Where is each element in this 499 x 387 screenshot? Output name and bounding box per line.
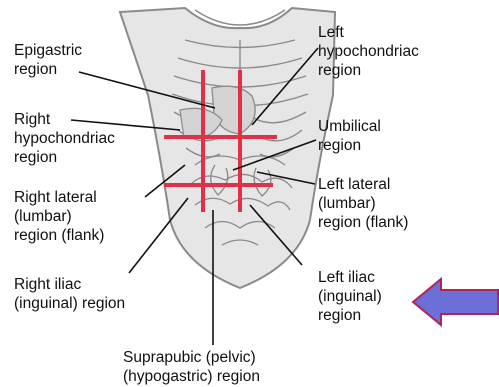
label-suprapubic-line-2: (hypogastric) region	[123, 367, 260, 386]
label-right-hypochondriac-region: Right hypochondriac region	[14, 110, 115, 167]
label-right-lateral-region: Right lateral (lumbar) region (flank)	[14, 188, 104, 245]
label-suprapubic-line-1: Suprapubic (pelvic)	[123, 348, 260, 367]
label-suprapubic-region: Suprapubic (pelvic) (hypogastric) region	[123, 348, 260, 386]
label-epigastric-region: Epigastric region	[14, 41, 82, 79]
label-right-hypochondriac-line-2: hypochondriac	[14, 129, 115, 148]
torso-illustration	[120, 8, 335, 288]
label-right-iliac-region: Right iliac (inguinal) region	[14, 275, 125, 313]
label-left-hypochondriac-line-1: Left	[318, 23, 419, 42]
label-left-lateral-region: Left lateral (lumbar) region (flank)	[318, 175, 408, 232]
label-left-lateral-line-2: (lumbar)	[318, 194, 408, 213]
label-left-iliac-line-1: Left iliac	[318, 268, 382, 287]
label-left-hypochondriac-line-2: hypochondriac	[318, 42, 419, 61]
label-right-iliac-line-1: Right iliac	[14, 275, 125, 294]
label-left-iliac-line-2: (inguinal)	[318, 287, 382, 306]
label-left-iliac-line-3: region	[318, 306, 382, 325]
label-umbilical-line-2: region	[318, 136, 381, 155]
label-right-lateral-line-2: (lumbar)	[14, 207, 104, 226]
left-pointing-arrow	[413, 279, 498, 325]
label-left-lateral-line-3: region (flank)	[318, 213, 408, 232]
label-right-lateral-line-3: region (flank)	[14, 226, 104, 245]
label-umbilical-line-1: Umbilical	[318, 117, 381, 136]
label-umbilical-region: Umbilical region	[318, 117, 381, 155]
label-right-hypochondriac-line-1: Right	[14, 110, 115, 129]
label-left-lateral-line-1: Left lateral	[318, 175, 408, 194]
label-left-iliac-region: Left iliac (inguinal) region	[318, 268, 382, 325]
label-right-lateral-line-1: Right lateral	[14, 188, 104, 207]
label-epigastric-line-1: Epigastric	[14, 41, 82, 60]
label-left-hypochondriac-region: Left hypochondriac region	[318, 23, 419, 80]
label-epigastric-line-2: region	[14, 60, 82, 79]
label-right-iliac-line-2: (inguinal) region	[14, 294, 125, 313]
label-left-hypochondriac-line-3: region	[318, 61, 419, 80]
label-right-hypochondriac-line-3: region	[14, 148, 115, 167]
torso-body	[120, 8, 335, 288]
